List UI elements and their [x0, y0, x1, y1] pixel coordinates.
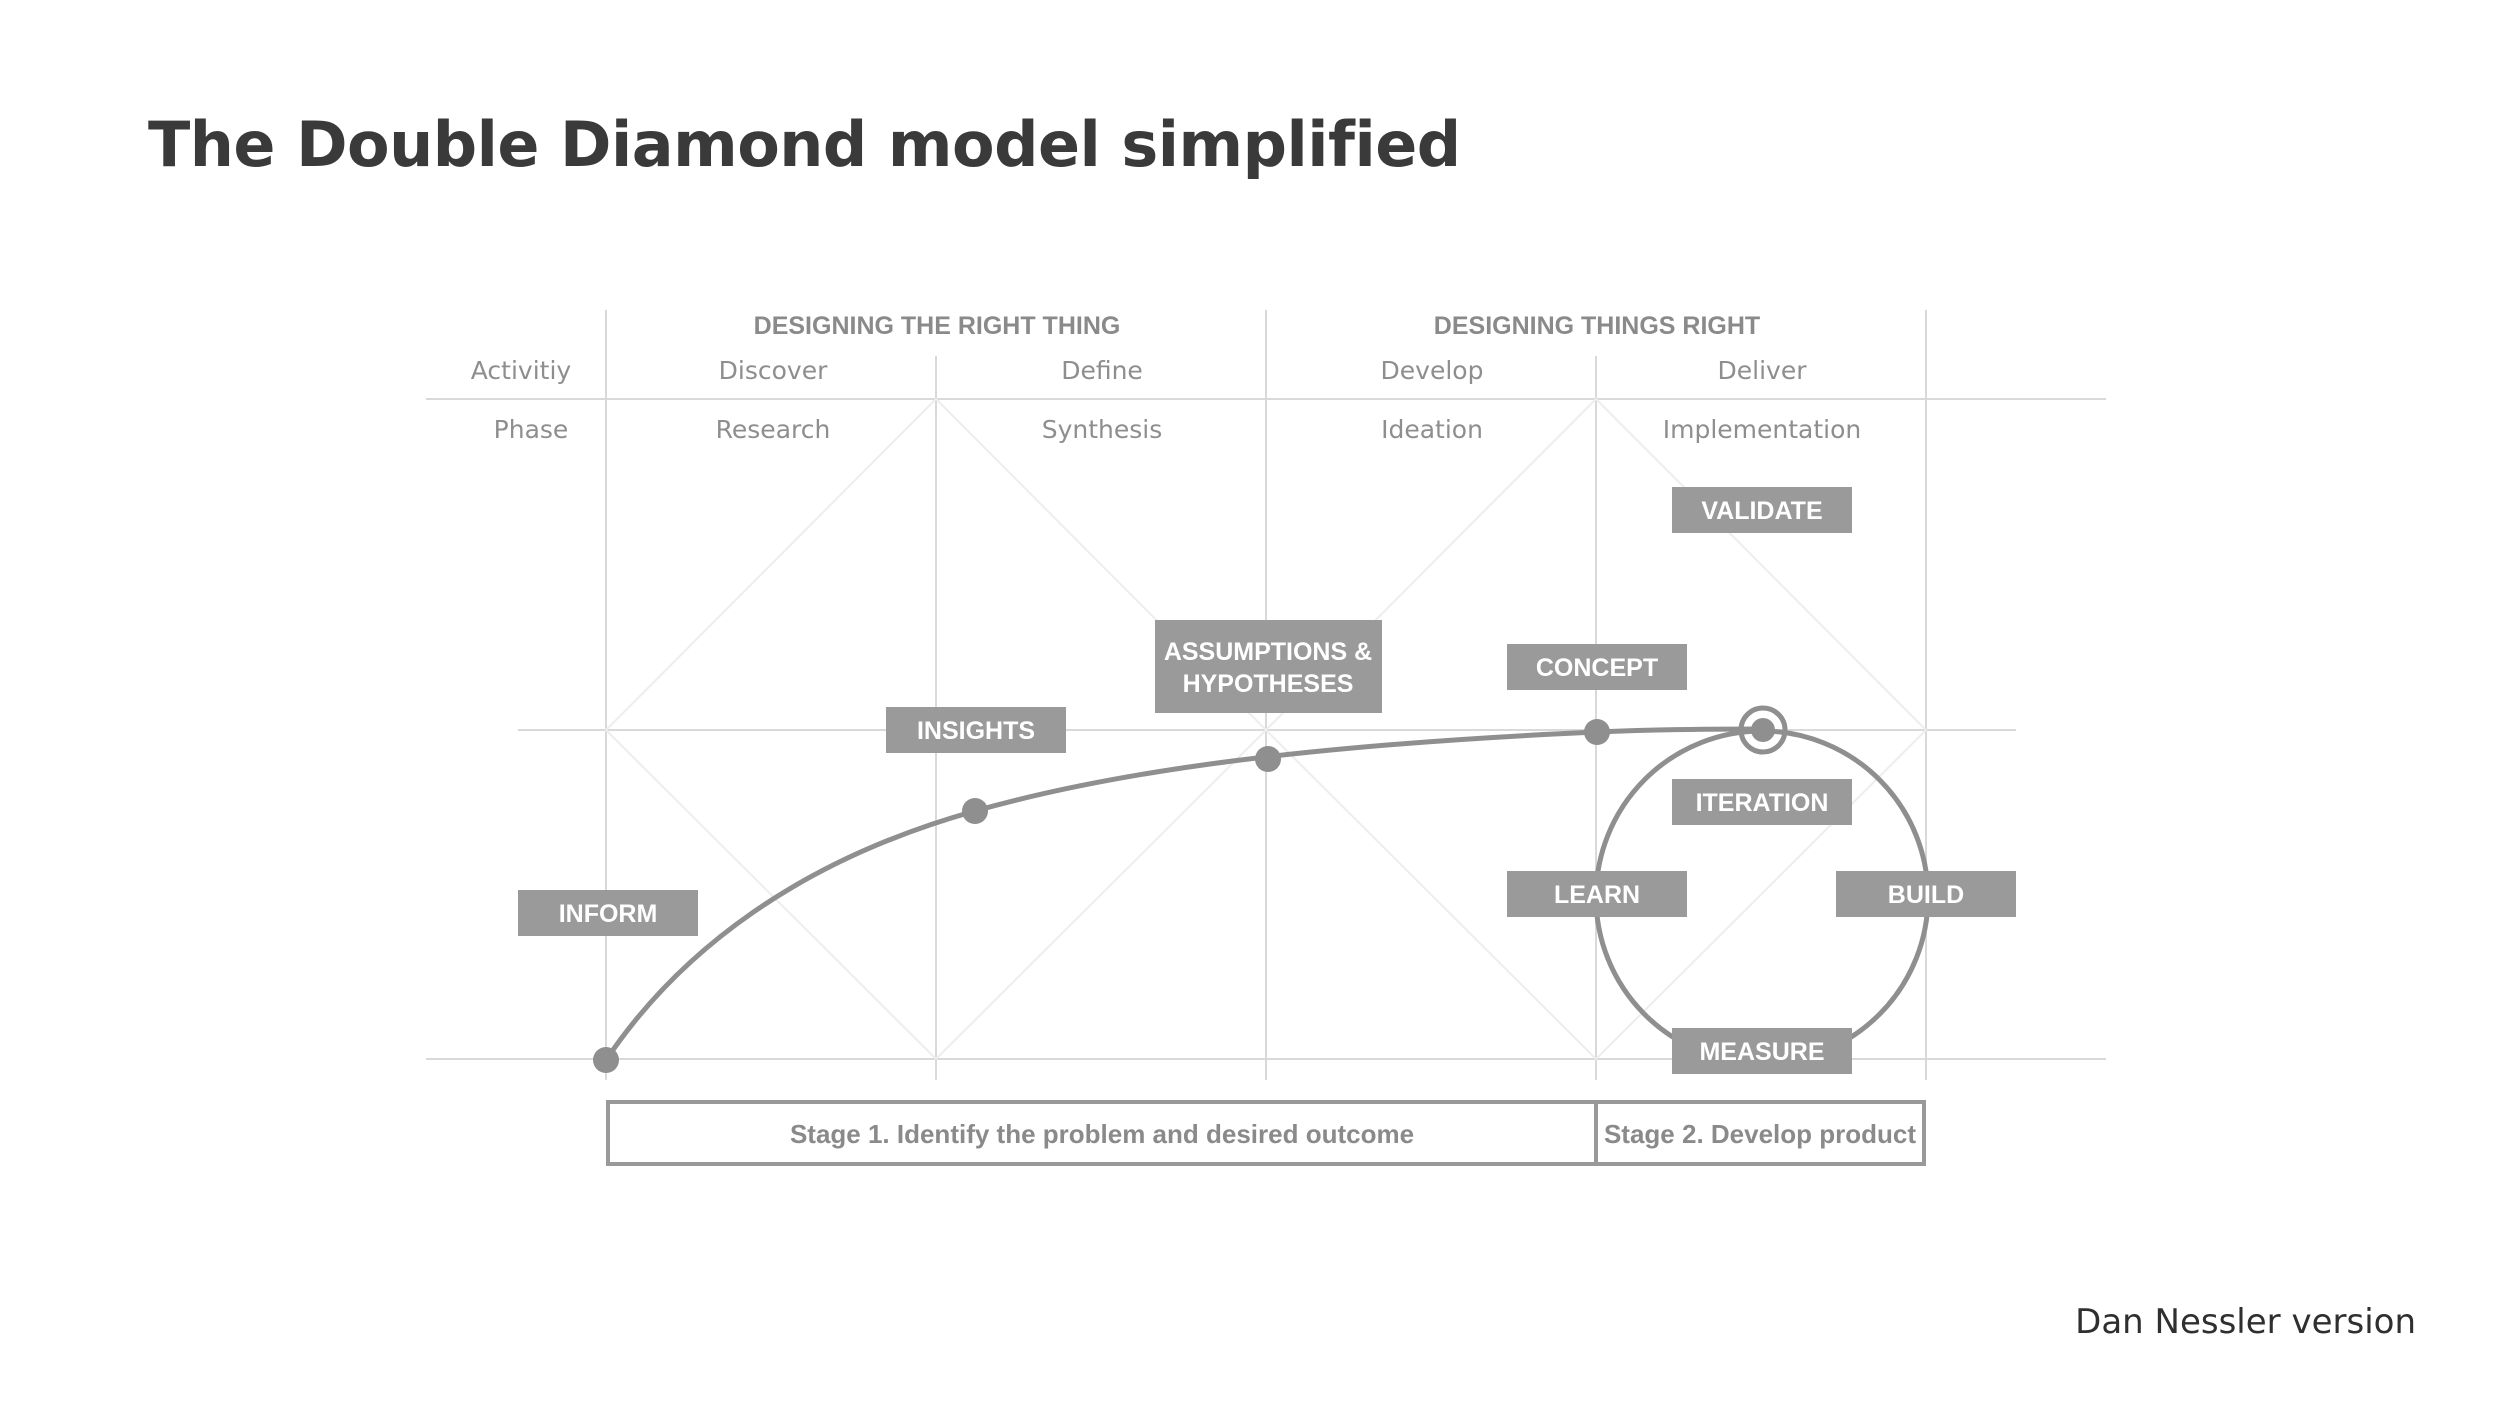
group-label-right: DESIGNING THINGS RIGHT — [1434, 312, 1760, 340]
activity-row-label: Activitiy — [471, 356, 572, 385]
phase-row-label: Phase — [494, 415, 569, 444]
milestone-dot-concept — [1584, 719, 1610, 745]
label-assumptions-line2: HYPOTHESES — [1183, 670, 1354, 698]
label-measure: MEASURE — [1672, 1028, 1852, 1074]
page-title: The Double Diamond model simplified — [148, 108, 1461, 181]
diamond-right — [1264, 397, 1928, 1061]
group-label-left: DESIGNING THE RIGHT THING — [754, 312, 1121, 340]
label-iteration: ITERATION — [1672, 779, 1852, 825]
stage-2: Stage 2. Develop product — [1594, 1100, 1926, 1166]
activity-discover: Discover — [719, 356, 828, 385]
milestone-dot-assumptions — [1255, 746, 1281, 772]
label-learn: LEARN — [1507, 871, 1687, 917]
label-build: BUILD — [1836, 871, 2016, 917]
stage-1-text: Stage 1. Identify the problem and desire… — [790, 1119, 1414, 1149]
label-build-text: BUILD — [1888, 881, 1964, 909]
label-insights: INSIGHTS — [886, 707, 1066, 753]
header: DESIGNING THE RIGHT THING DESIGNING THIN… — [471, 312, 1861, 444]
phase-research: Research — [716, 415, 831, 444]
label-insights-text: INSIGHTS — [917, 717, 1035, 745]
label-inform: INFORM — [518, 890, 698, 936]
diamonds — [604, 397, 1928, 1061]
phase-implementation: Implementation — [1663, 415, 1862, 444]
label-measure-text: MEASURE — [1699, 1038, 1824, 1066]
milestone-dot-insights — [962, 798, 988, 824]
label-iteration-text: ITERATION — [1696, 789, 1829, 817]
label-inform-text: INFORM — [559, 900, 658, 928]
activity-deliver: Deliver — [1718, 356, 1808, 385]
label-validate-text: VALIDATE — [1701, 497, 1822, 525]
phase-ideation: Ideation — [1381, 415, 1483, 444]
milestone-ring-validate — [1738, 705, 1788, 755]
stage-2-text: Stage 2. Develop product — [1604, 1119, 1916, 1149]
author-credit: Dan Nessler version — [2075, 1302, 2416, 1342]
milestone-dot-start — [593, 1047, 619, 1073]
label-concept: CONCEPT — [1507, 644, 1687, 690]
stage-1: Stage 1. Identify the problem and desire… — [606, 1100, 1598, 1166]
label-assumptions: ASSUMPTIONS & HYPOTHESES — [1155, 620, 1382, 713]
activity-define: Define — [1061, 356, 1143, 385]
milestone-dot-validate-core — [1751, 718, 1775, 742]
label-learn-text: LEARN — [1554, 881, 1640, 909]
activity-develop: Develop — [1381, 356, 1484, 385]
label-validate: VALIDATE — [1672, 487, 1852, 533]
label-assumptions-line1: ASSUMPTIONS & — [1164, 638, 1372, 666]
phase-synthesis: Synthesis — [1042, 415, 1163, 444]
label-concept-text: CONCEPT — [1536, 654, 1658, 682]
progress-curve — [603, 726, 1763, 1062]
